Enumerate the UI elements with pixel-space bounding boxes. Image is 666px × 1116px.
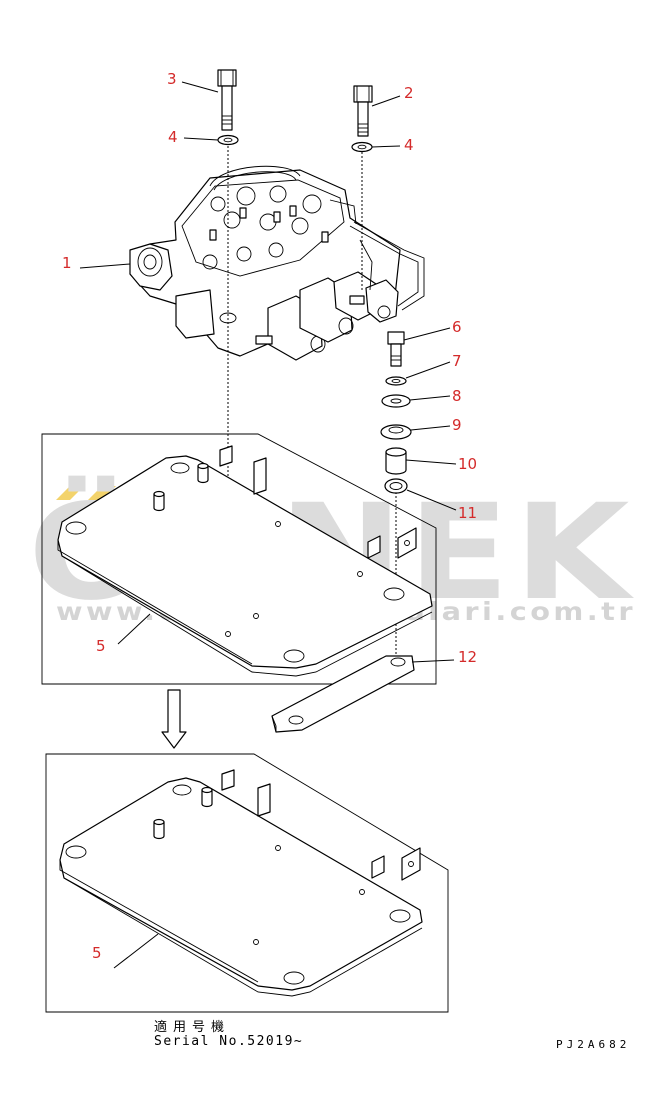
cushion-9	[380, 424, 412, 440]
callout-2: 2	[404, 84, 414, 102]
bolt-3	[217, 69, 237, 131]
callout-11: 11	[458, 504, 477, 522]
watermark-accent-right	[88, 486, 116, 500]
callout-8: 8	[452, 387, 462, 405]
callout-10: 10	[458, 455, 477, 473]
applicable-serial-heading: 適用号機	[154, 1020, 231, 1035]
serial-number-note: Serial No.52019~	[154, 1034, 304, 1049]
callout-5-upper: 5	[96, 637, 106, 655]
drawing-code: PJ2A682	[556, 1038, 631, 1051]
callout-7: 7	[452, 352, 462, 370]
down-arrow-icon	[161, 689, 187, 749]
callout-1: 1	[62, 254, 72, 272]
control-valve-assembly	[129, 165, 425, 361]
upper-detail-frame	[41, 433, 437, 685]
strap-12	[271, 655, 415, 733]
bracket-5-lower	[59, 769, 423, 997]
bracket-5-upper	[57, 445, 433, 677]
collar-10	[385, 447, 407, 475]
callout-5-lower: 5	[92, 944, 102, 962]
washer-4-left	[217, 134, 239, 146]
washer-8	[381, 394, 411, 408]
callout-9: 9	[452, 416, 462, 434]
callout-4-right: 4	[404, 136, 414, 154]
washer-7	[385, 376, 407, 386]
washer-4-right	[351, 141, 373, 153]
lower-detail-frame	[45, 753, 449, 1013]
callout-labels: 1 2 3 4 4 5 5 6 7 8 9 10 11 12	[62, 70, 477, 962]
leader-lines	[79, 81, 457, 969]
callout-4-left: 4	[168, 128, 178, 146]
bolt-2	[353, 85, 373, 137]
cushion-11	[384, 478, 408, 494]
bolt-6	[387, 331, 405, 367]
callout-3: 3	[167, 70, 177, 88]
callout-12: 12	[458, 648, 477, 666]
callout-6: 6	[452, 318, 462, 336]
watermark-accent-left	[56, 486, 84, 500]
